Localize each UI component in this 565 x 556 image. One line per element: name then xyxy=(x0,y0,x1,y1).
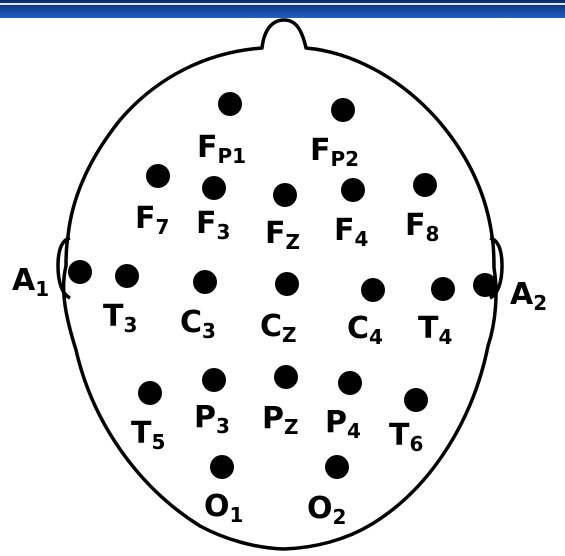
electrode-dot-a2 xyxy=(473,273,497,297)
electrode-label-p4: P4 xyxy=(325,405,361,443)
electrode-dot-t4 xyxy=(431,277,455,301)
electrode-label-o1: O1 xyxy=(204,489,243,527)
electrode-dot-p4 xyxy=(338,371,362,395)
electrode-dot-f3 xyxy=(202,176,226,200)
electrode-label-pz: PZ xyxy=(262,401,299,439)
electrode-label-t3: T3 xyxy=(103,299,137,337)
electrode-label-f8: F8 xyxy=(405,208,439,246)
electrode-dot-c3 xyxy=(193,270,217,294)
electrode-dot-a1 xyxy=(68,260,92,284)
electrode-label-a1: A1 xyxy=(12,263,49,301)
electrode-label-p3: P3 xyxy=(194,400,230,438)
electrode-dot-cz xyxy=(275,272,299,296)
electrode-label-t4: T4 xyxy=(418,311,452,349)
electrode-dot-p3 xyxy=(202,368,226,392)
electrode-dot-f8 xyxy=(413,173,437,197)
electrode-dot-f4 xyxy=(341,178,365,202)
electrode-dot-f7 xyxy=(146,164,170,188)
electrode-label-c3: C3 xyxy=(180,305,216,343)
electrode-label-t6: T6 xyxy=(389,418,423,456)
electrode-dot-o2 xyxy=(325,455,349,479)
electrode-label-o2: O2 xyxy=(307,491,346,529)
electrode-label-f4: F4 xyxy=(334,213,368,251)
electrode-label-t5: T5 xyxy=(131,416,165,454)
electrode-label-cz: CZ xyxy=(260,309,297,347)
electrode-dot-fp1 xyxy=(218,92,242,116)
electrode-label-f3: F3 xyxy=(196,206,230,244)
electrode-dot-t6 xyxy=(404,388,428,412)
electrode-dot-fp2 xyxy=(331,98,355,122)
electrode-dot-pz xyxy=(274,365,298,389)
electrode-label-f7: F7 xyxy=(135,201,169,239)
electrode-dot-t5 xyxy=(138,381,162,405)
electrode-label-c4: C4 xyxy=(347,311,383,349)
electrode-dot-t3 xyxy=(115,264,139,288)
electrode-dot-fz xyxy=(273,183,297,207)
electrode-label-fz: FZ xyxy=(265,216,300,254)
electrode-dot-o1 xyxy=(210,455,234,479)
electrode-label-fp1: FP1 xyxy=(197,130,246,168)
electrode-label-fp2: FP2 xyxy=(310,133,359,171)
electrode-dot-c4 xyxy=(361,278,385,302)
electrode-layer: FP1 FP2 F7 F3 FZ F4 F8 A1 T3 C3 CZ C4 T4… xyxy=(12,92,547,529)
electrode-label-a2: A2 xyxy=(510,277,547,315)
